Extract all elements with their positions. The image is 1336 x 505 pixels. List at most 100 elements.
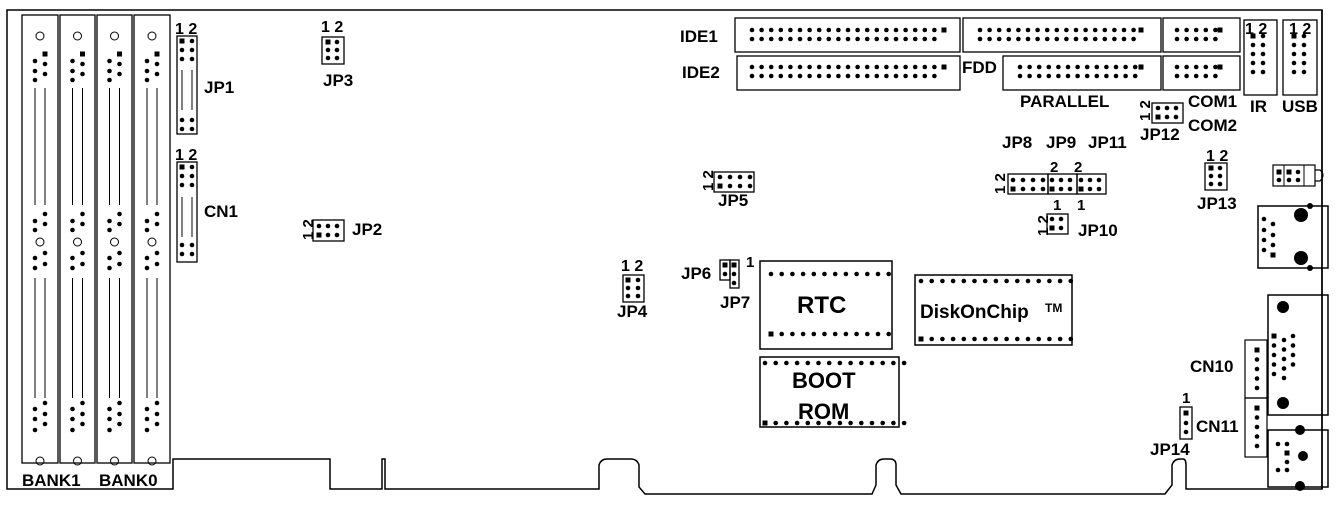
- pin: [816, 420, 821, 426]
- pin: [731, 280, 737, 286]
- pin: [884, 64, 889, 70]
- label-jp11: JP11: [1088, 133, 1127, 152]
- pin: [144, 227, 150, 233]
- label-bank0: BANK0: [99, 471, 158, 490]
- pin: [932, 64, 937, 70]
- pin: [1155, 105, 1161, 111]
- label-jp8: JP8: [1002, 133, 1032, 152]
- pin: [1184, 64, 1189, 70]
- pin: [32, 416, 38, 422]
- pin: [179, 47, 185, 53]
- pin: [1084, 73, 1090, 79]
- pin: [107, 255, 112, 261]
- pin: [1056, 64, 1061, 70]
- pin: [1064, 36, 1069, 42]
- pin: [1193, 64, 1199, 70]
- pin: [1025, 278, 1031, 284]
- pin: [1025, 336, 1031, 342]
- pin: [117, 211, 122, 217]
- pin: [826, 64, 832, 70]
- pin: [788, 64, 793, 70]
- pin: [855, 73, 860, 79]
- pin: [1213, 27, 1218, 33]
- pin: [70, 68, 75, 74]
- pin: [717, 174, 723, 180]
- pin: [1301, 33, 1307, 39]
- pin: [875, 331, 881, 337]
- rj45-port: [1257, 205, 1329, 269]
- pin-1-marker: [768, 331, 774, 337]
- pin-label: 1: [1053, 197, 1061, 214]
- pin: [1092, 36, 1098, 42]
- pin: [912, 27, 918, 33]
- pin-1-marker: [1217, 64, 1223, 70]
- pin: [788, 27, 793, 33]
- pin: [1104, 73, 1109, 79]
- label-usb: USB: [1282, 97, 1318, 116]
- pin: [1121, 27, 1127, 33]
- pin: [811, 271, 817, 277]
- pin: [1260, 42, 1266, 48]
- pin: [972, 278, 977, 284]
- pin: [1054, 27, 1060, 33]
- pin: [1006, 27, 1012, 33]
- pin: [1083, 36, 1088, 42]
- pin: [865, 331, 870, 337]
- jp5-header: [713, 171, 755, 193]
- pin: [886, 271, 891, 277]
- pin: [940, 278, 945, 284]
- pin: [826, 73, 832, 79]
- pin: [1270, 242, 1276, 248]
- pin: [874, 36, 880, 42]
- pin: [1208, 173, 1214, 179]
- pin: [1254, 385, 1260, 391]
- pin: [1270, 221, 1276, 227]
- pin: [144, 406, 150, 412]
- pin: [107, 77, 112, 83]
- pin: [1270, 232, 1276, 238]
- pin: [1254, 357, 1260, 362]
- pin: [874, 73, 880, 79]
- pin-1-marker: [1286, 169, 1292, 175]
- pin: [1035, 27, 1040, 33]
- pin: [982, 336, 988, 342]
- label-parallel: PARALLEL: [1020, 92, 1109, 111]
- label-jp1: JP1: [204, 78, 234, 97]
- pin: [32, 265, 38, 271]
- pin-label: 1: [1077, 197, 1085, 214]
- pin: [816, 360, 821, 366]
- label-ide1: IDE1: [680, 27, 718, 46]
- jp12-header: [1151, 102, 1184, 124]
- pin: [625, 285, 631, 291]
- pin: [179, 242, 185, 248]
- pin: [737, 174, 743, 180]
- pin: [822, 331, 827, 337]
- pin: [903, 27, 908, 33]
- pin: [1096, 177, 1102, 183]
- pin: [117, 261, 122, 267]
- pin: [1254, 366, 1260, 372]
- pin: [1301, 51, 1307, 57]
- pin-1-marker: [117, 51, 122, 57]
- pin: [778, 73, 784, 79]
- pin: [1058, 216, 1064, 222]
- pin: [884, 27, 889, 33]
- pin: [826, 360, 832, 366]
- pin: [837, 360, 843, 366]
- pin: [154, 421, 160, 427]
- pin: [154, 71, 160, 77]
- pin: [189, 56, 195, 62]
- label-jp13: JP13: [1197, 194, 1237, 213]
- jp13-header: [1204, 162, 1228, 191]
- pin: [1281, 337, 1287, 343]
- mount-hole: [35, 31, 45, 41]
- pin: [107, 416, 112, 422]
- pin: [1184, 27, 1189, 33]
- pin: [837, 420, 843, 426]
- pin: [768, 36, 774, 42]
- ir-connector: [1243, 19, 1278, 96]
- pin: [1193, 36, 1199, 42]
- jp10-header: [1046, 213, 1069, 235]
- pin: [996, 36, 1002, 42]
- pin: [1254, 376, 1260, 381]
